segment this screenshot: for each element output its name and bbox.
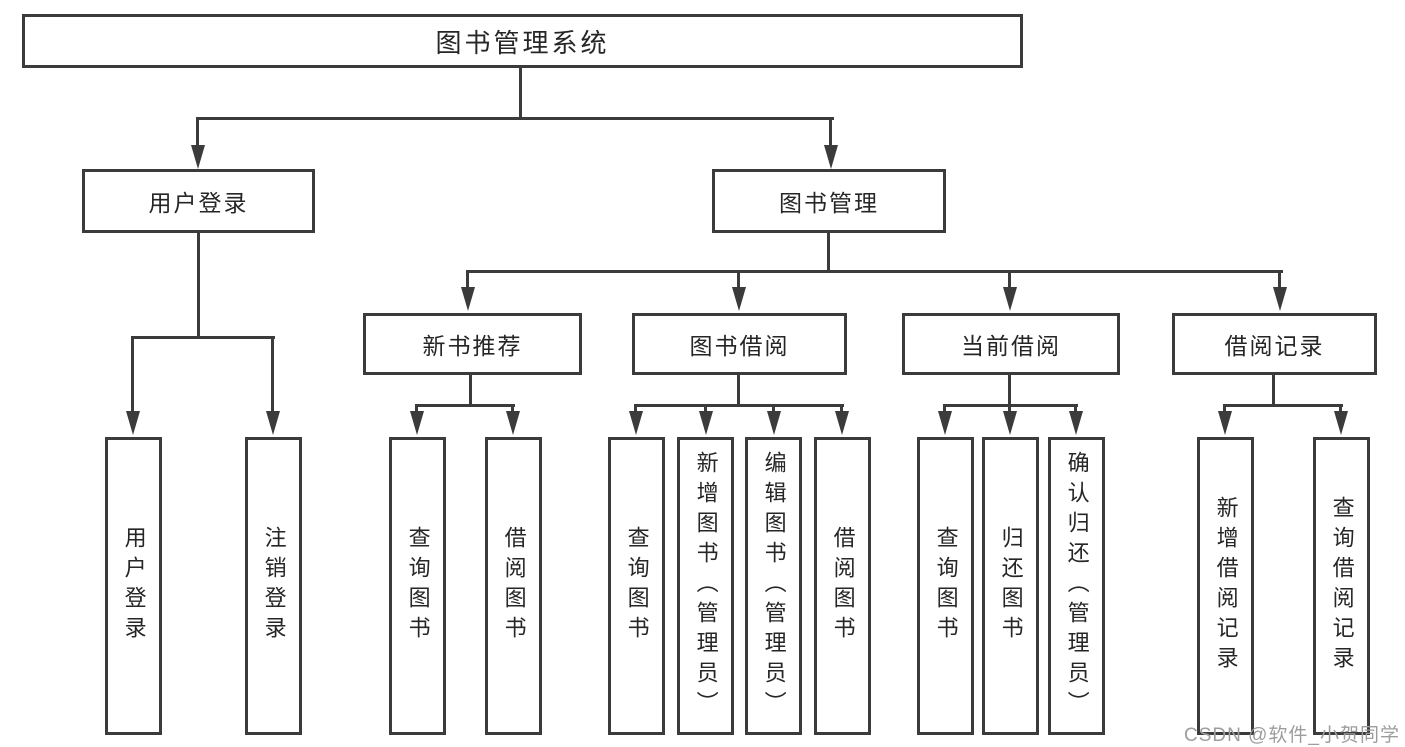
connector-hline bbox=[944, 404, 1078, 407]
connector-hline bbox=[416, 404, 515, 407]
leaf-label: 查询借阅记录 bbox=[1329, 496, 1355, 676]
connector-hline bbox=[197, 117, 834, 120]
leaf-label: 编辑图书（管理员） bbox=[761, 451, 787, 721]
node-new-book-recommendation: 新书推荐 bbox=[363, 313, 582, 375]
leaf-label: 查询图书 bbox=[624, 526, 650, 646]
leaf-label: 借阅图书 bbox=[830, 526, 856, 646]
connector-vline bbox=[519, 68, 522, 118]
arrow-down-icon bbox=[1003, 404, 1017, 435]
arrow-down-icon bbox=[266, 336, 280, 435]
leaf-label: 新增借阅记录 bbox=[1213, 496, 1239, 676]
leaf-borrow-books: 借阅图书 bbox=[814, 437, 871, 735]
node-current-borrowing: 当前借阅 bbox=[902, 313, 1120, 375]
arrow-down-icon bbox=[767, 404, 781, 435]
arrow-down-icon bbox=[629, 404, 643, 435]
connector-vline bbox=[737, 375, 740, 406]
leaf-label: 查询图书 bbox=[405, 526, 431, 646]
node-book-management: 图书管理 bbox=[712, 169, 946, 233]
arrow-down-icon bbox=[835, 404, 849, 435]
leaf-confirm-return-admin: 确认归还（管理员） bbox=[1048, 437, 1105, 735]
leaf-query-books-borrowing: 查询图书 bbox=[608, 437, 665, 735]
arrow-down-icon bbox=[191, 117, 205, 169]
leaf-edit-books-admin: 编辑图书（管理员） bbox=[745, 437, 802, 735]
leaf-label: 注销登录 bbox=[261, 526, 287, 646]
leaf-label: 新增图书（管理员） bbox=[693, 451, 719, 721]
leaf-label: 用户登录 bbox=[121, 526, 147, 646]
leaf-return-books: 归还图书 bbox=[982, 437, 1039, 735]
connector-hline bbox=[1224, 404, 1343, 407]
leaf-query-books-recommend: 查询图书 bbox=[389, 437, 446, 735]
connector-hline bbox=[132, 336, 275, 339]
connector-vline bbox=[827, 233, 830, 272]
arrow-down-icon bbox=[1273, 270, 1287, 311]
arrow-down-icon bbox=[461, 270, 475, 311]
arrow-down-icon bbox=[1069, 404, 1083, 435]
arrow-down-icon bbox=[1003, 270, 1017, 311]
connector-vline bbox=[1272, 375, 1275, 406]
node-label: 图书借阅 bbox=[689, 333, 790, 359]
node-label: 当前借阅 bbox=[961, 333, 1061, 359]
node-book-borrowing: 图书借阅 bbox=[632, 313, 847, 375]
leaf-query-books-current: 查询图书 bbox=[917, 437, 974, 735]
leaf-logout: 注销登录 bbox=[245, 437, 302, 735]
arrow-down-icon bbox=[938, 404, 952, 435]
node-label: 用户登录 bbox=[148, 190, 249, 216]
arrow-down-icon bbox=[126, 336, 140, 435]
connector-vline bbox=[197, 233, 200, 338]
arrow-down-icon bbox=[506, 404, 520, 435]
connector-hline bbox=[635, 404, 844, 407]
arrow-down-icon bbox=[1334, 404, 1348, 435]
node-library-management-system: 图书管理系统 bbox=[22, 14, 1023, 68]
leaf-add-books-admin: 新增图书（管理员） bbox=[677, 437, 734, 735]
connector-hline bbox=[466, 270, 1283, 273]
node-label: 图书管理 bbox=[779, 190, 879, 216]
connector-vline bbox=[469, 375, 472, 406]
leaf-label: 查询图书 bbox=[933, 526, 959, 646]
arrow-down-icon bbox=[732, 270, 746, 311]
arrow-down-icon bbox=[824, 117, 838, 169]
node-label: 图书管理系统 bbox=[435, 27, 610, 58]
leaf-label: 确认归还（管理员） bbox=[1064, 451, 1090, 721]
node-label: 新书推荐 bbox=[422, 333, 523, 359]
arrow-down-icon bbox=[699, 404, 713, 435]
arrow-down-icon bbox=[410, 404, 424, 435]
node-borrowing-records: 借阅记录 bbox=[1172, 313, 1377, 375]
leaf-label: 借阅图书 bbox=[501, 526, 527, 646]
node-user-login: 用户登录 bbox=[82, 169, 315, 233]
leaf-borrow-books-recommend: 借阅图书 bbox=[485, 437, 542, 735]
csdn-watermark: CSDN @软件_小贺同学 bbox=[1184, 725, 1400, 746]
arrow-down-icon bbox=[1218, 404, 1232, 435]
leaf-query-borrow-record: 查询借阅记录 bbox=[1313, 437, 1370, 735]
leaf-user-login: 用户登录 bbox=[105, 437, 162, 735]
leaf-label: 归还图书 bbox=[998, 526, 1024, 646]
connector-vline bbox=[1008, 375, 1011, 406]
node-label: 借阅记录 bbox=[1224, 333, 1325, 359]
leaf-add-borrow-record: 新增借阅记录 bbox=[1197, 437, 1254, 735]
